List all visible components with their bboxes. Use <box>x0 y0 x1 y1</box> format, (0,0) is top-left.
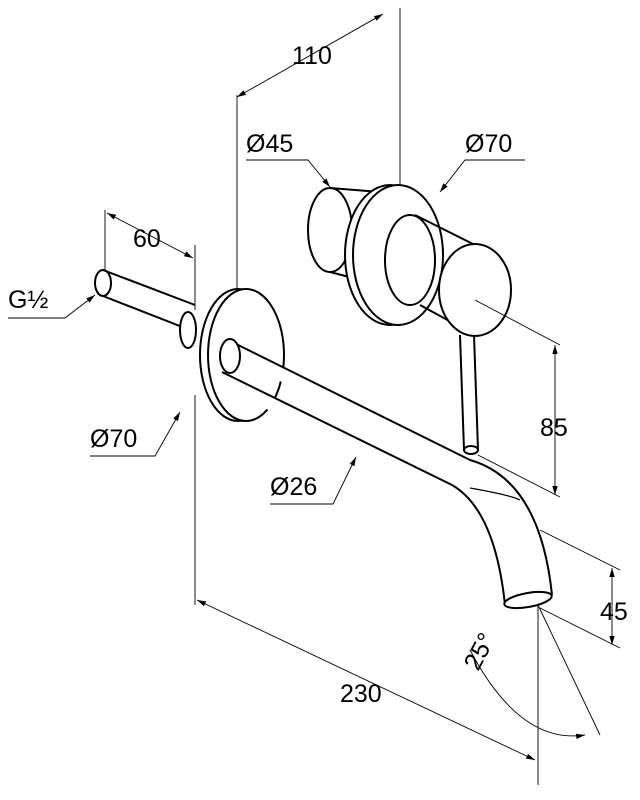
label-60: 60 <box>133 225 161 253</box>
dimension-dia-45: Ø45 <box>246 130 331 188</box>
spout <box>219 338 553 610</box>
label-dia-26: Ø26 <box>270 473 317 501</box>
mixer-valve <box>307 184 512 455</box>
label-45: 45 <box>600 598 628 626</box>
label-25-degrees: 25° <box>459 628 501 675</box>
label-thread: G½ <box>8 286 48 314</box>
dimension-dia-26: Ø26 <box>270 456 357 505</box>
spout-rosette <box>199 288 285 422</box>
dimension-110: 110 <box>236 8 401 300</box>
inlet-pipe <box>94 269 197 349</box>
dimension-85: 85 <box>474 299 568 498</box>
label-85: 85 <box>540 414 568 442</box>
dimension-45: 45 <box>539 529 628 649</box>
thread-callout: G½ <box>8 286 96 319</box>
label-dia-70-top: Ø70 <box>465 130 512 158</box>
dimension-dia-70-left: Ø70 <box>90 411 181 457</box>
angle-25: 25° <box>459 604 601 785</box>
label-dia-45: Ø45 <box>246 130 293 158</box>
label-110: 110 <box>292 42 332 70</box>
dimension-dia-70-top: Ø70 <box>439 130 525 193</box>
label-230: 230 <box>340 680 382 708</box>
dimension-60: 60 <box>104 210 196 310</box>
dimension-230: 230 <box>194 395 536 761</box>
label-dia-70-left: Ø70 <box>90 425 137 453</box>
